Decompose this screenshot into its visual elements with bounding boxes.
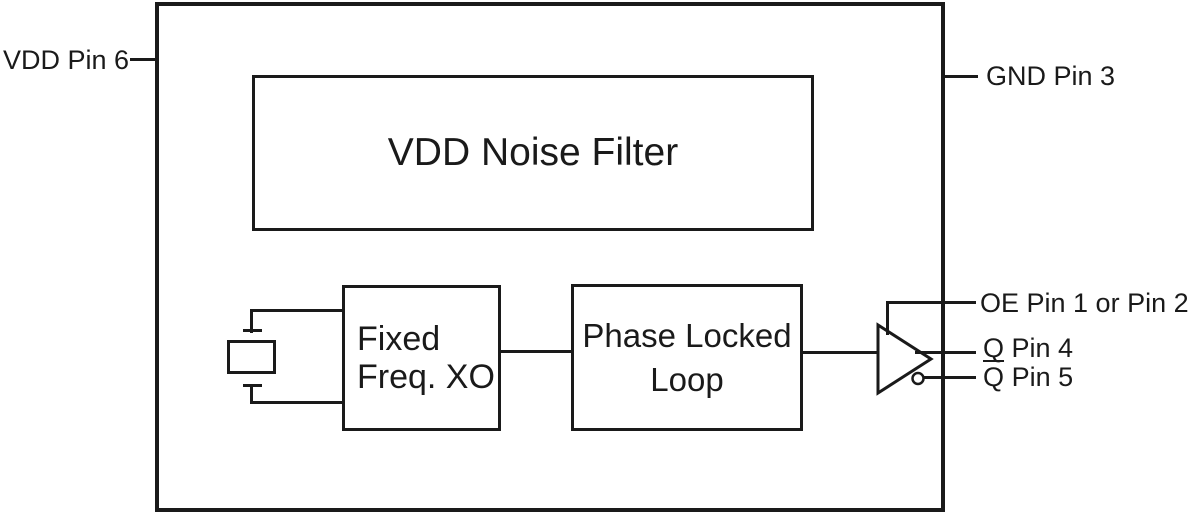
q-pin-label: Q Pin 4	[983, 333, 1074, 363]
crystal-top-wire-vertical	[250, 309, 253, 333]
qbar-overlined-q: Q	[983, 362, 1005, 392]
qbar-output-wire	[923, 376, 976, 379]
pll-label-line1: Phase Locked	[582, 316, 792, 354]
wire-xo-to-pll	[499, 350, 573, 353]
crystal-top-plate	[243, 329, 262, 332]
crystal-body-icon	[227, 340, 276, 374]
inversion-bubble-icon	[911, 371, 925, 386]
vdd-pin-tick	[130, 58, 157, 61]
xo-label-line2: Freq. XO	[357, 358, 495, 396]
q-output-wire	[915, 351, 976, 354]
vdd-noise-filter-box	[252, 75, 814, 231]
gnd-pin-tick	[944, 75, 978, 78]
fixed-freq-xo-label: Fixed Freq. XO	[342, 285, 501, 431]
oe-pin-label: OE Pin 1 or Pin 2	[980, 288, 1189, 318]
buffer-triangle-icon	[876, 322, 934, 396]
fixed-freq-xo-box	[342, 285, 501, 431]
vdd-noise-filter-text: VDD Noise Filter	[387, 131, 679, 174]
pll-box	[571, 284, 803, 431]
vdd-noise-filter-label: VDD Noise Filter	[252, 75, 814, 231]
pll-label: Phase Locked Loop	[571, 284, 803, 431]
wire-pll-to-buffer	[801, 351, 879, 354]
output-buffer-icon	[876, 322, 934, 396]
qbar-label-rest: Pin 5	[1011, 362, 1074, 392]
oe-wire-horizontal	[886, 301, 976, 304]
vdd-pin-label: VDD Pin 6	[3, 45, 130, 75]
pll-label-line2: Loop	[650, 360, 724, 398]
crystal-bottom-wire-vertical	[250, 385, 253, 404]
crystal-top-wire-horizontal	[250, 309, 343, 312]
oe-wire-vertical	[886, 301, 889, 335]
xo-label-line1: Fixed	[357, 320, 441, 358]
gnd-pin-label: GND Pin 3	[986, 61, 1116, 91]
crystal-bottom-wire-horizontal	[250, 401, 343, 404]
